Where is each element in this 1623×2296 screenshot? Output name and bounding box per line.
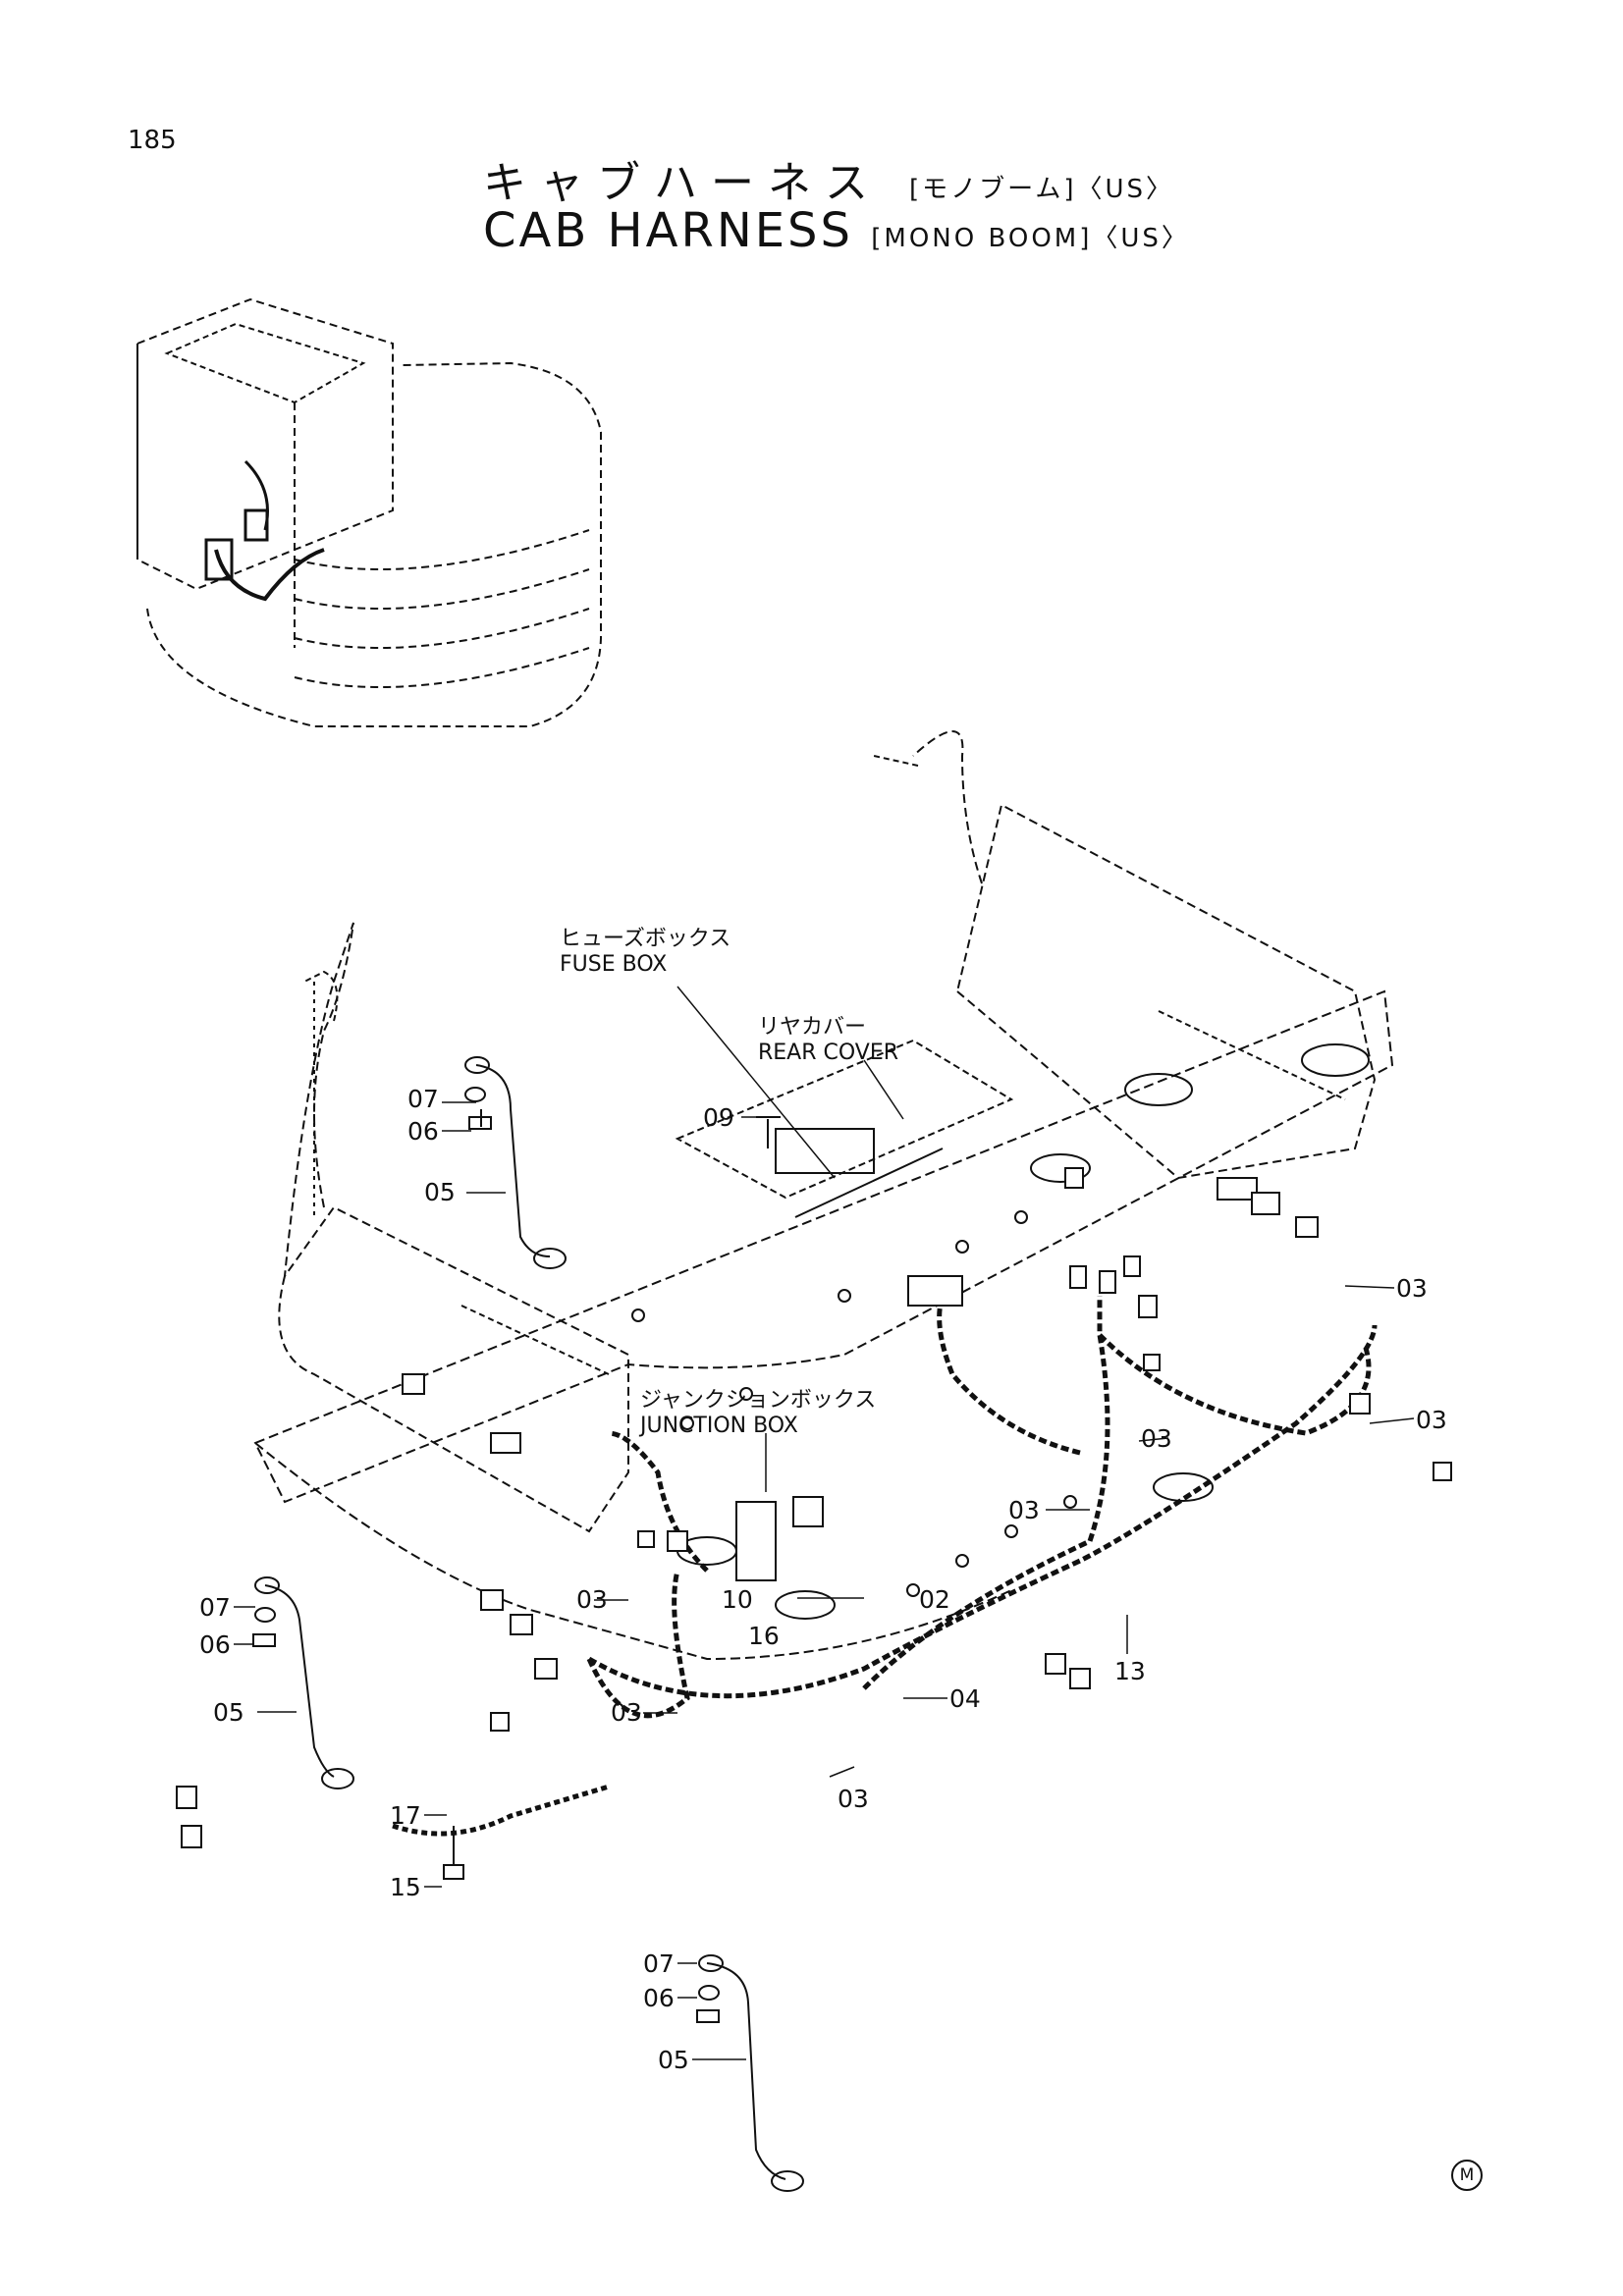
- title-japanese: キャブハーネス [モノブーム]〈US〉: [483, 147, 1174, 210]
- rear-cover-panel: [675, 1039, 1014, 1218]
- title-jp-qualifier: [モノブーム]〈US〉: [909, 175, 1175, 204]
- part-label-15: 15: [390, 1873, 421, 1901]
- part-label-13: 13: [1114, 1657, 1146, 1685]
- part-label-03: 03: [1416, 1406, 1447, 1434]
- part-label-05: 05: [658, 2046, 689, 2074]
- part-label-07: 07: [643, 1949, 675, 1978]
- page-number: 185: [128, 126, 177, 155]
- cab-overview-inset: [136, 297, 602, 727]
- part-label-07: 07: [407, 1085, 439, 1113]
- rear-cover-callout: リヤカバー REAR COVER: [758, 1015, 898, 1066]
- junction-box-callout: ジャンクションボックス JUNCTION BOX: [640, 1388, 876, 1439]
- junction-box-label-jp: ジャンクションボックス: [640, 1388, 877, 1413]
- title-english: CAB HARNESS [MONO BOOM]〈US〉: [483, 203, 1190, 258]
- leader-lines: [234, 986, 1415, 2060]
- rear-cover-label-jp: リヤカバー: [758, 1015, 867, 1040]
- fuse-box-callout: ヒューズボックス FUSE BOX: [560, 927, 730, 978]
- part-label-03: 03: [1141, 1424, 1172, 1453]
- part-label-04: 04: [949, 1684, 981, 1713]
- right-console: [873, 730, 1377, 1180]
- part-label-17: 17: [390, 1801, 421, 1830]
- title-en-main: CAB HARNESS: [483, 203, 853, 258]
- title-jp-main: キャブハーネス: [483, 158, 882, 208]
- ground-cables: [252, 1056, 804, 2192]
- rear-cover-label-en: REAR COVER: [758, 1041, 899, 1065]
- left-console: [278, 922, 629, 1533]
- part-label-10: 10: [722, 1585, 753, 1614]
- part-label-16: 16: [748, 1622, 780, 1650]
- fuse-box-label-en: FUSE BOX: [560, 952, 668, 977]
- part-label-03: 03: [611, 1698, 642, 1727]
- corner-mark-circled-m: M: [1451, 2160, 1483, 2191]
- connectors: [176, 1167, 1452, 1848]
- part-label-09: 09: [703, 1103, 734, 1132]
- part-label-06: 06: [407, 1117, 439, 1146]
- junction-box-label-en: JUNCTION BOX: [640, 1414, 798, 1438]
- part-label-05: 05: [424, 1178, 456, 1206]
- part-label-06: 06: [199, 1630, 231, 1659]
- part-label-03: 03: [576, 1585, 608, 1614]
- fuse-box-label-jp: ヒューズボックス: [560, 927, 731, 951]
- part-label-03: 03: [1396, 1274, 1428, 1303]
- part-label-06: 06: [643, 1984, 675, 2012]
- part-label-02: 02: [919, 1585, 950, 1614]
- main-harness: [392, 1295, 1378, 1837]
- part-label-03: 03: [1008, 1496, 1040, 1524]
- part-label-03: 03: [838, 1785, 869, 1813]
- part-label-05: 05: [213, 1698, 244, 1727]
- part-label-07: 07: [199, 1593, 231, 1622]
- title-en-qualifier: [MONO BOOM]〈US〉: [871, 224, 1190, 253]
